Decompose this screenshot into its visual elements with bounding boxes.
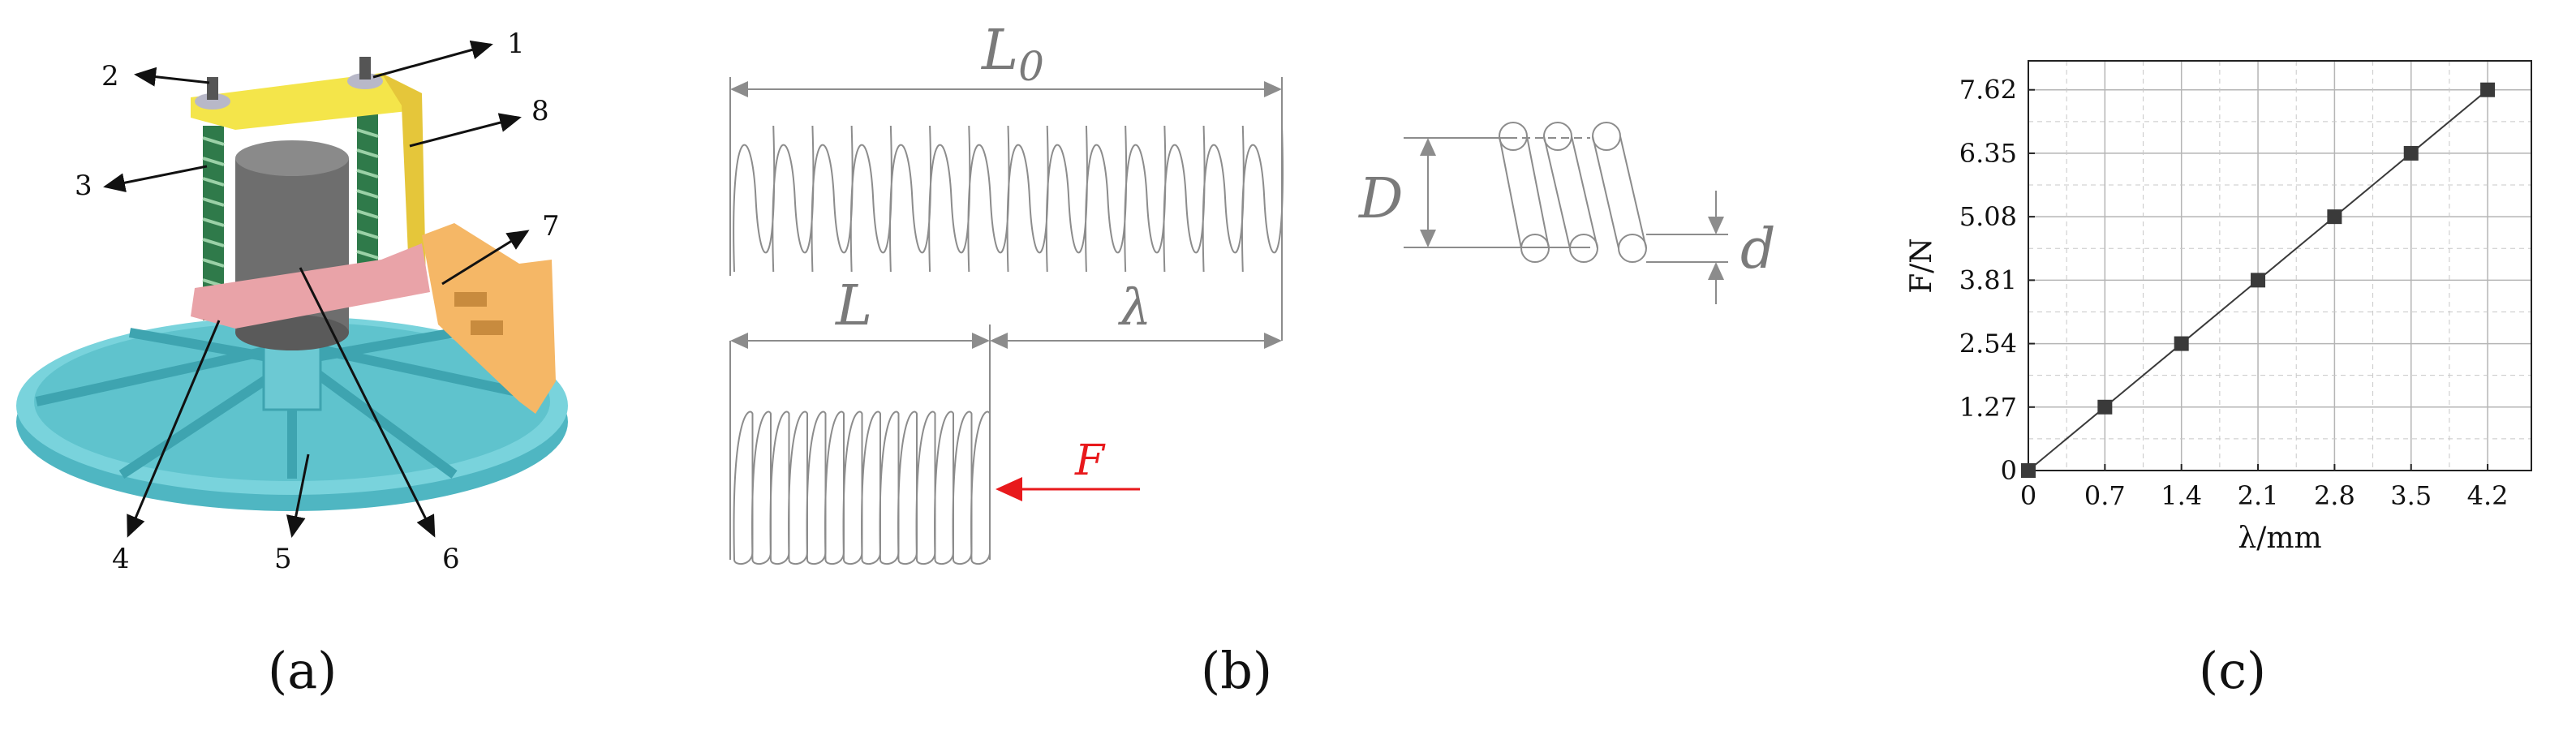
base-tray [16, 316, 568, 511]
compressed-coil [879, 410, 900, 565]
data-point-marker [2403, 145, 2419, 161]
compressed-dimensions: L λ [729, 274, 1282, 560]
data-point-marker [2480, 82, 2496, 97]
spring-dimension-diagram: L0 L λ F D [729, 19, 1776, 565]
label-coil-diameter: D [1357, 167, 1404, 231]
label-wire-diameter: d [1740, 217, 1776, 282]
free-spring [733, 125, 1284, 273]
part-label-2: 2 [101, 60, 119, 92]
x-axis-label: λ/mm [2238, 522, 2321, 555]
compressed-spring [733, 410, 991, 565]
x-tick-label: 1.4 [2161, 480, 2202, 511]
label-force: F [1074, 436, 1106, 485]
compressed-coil [842, 410, 863, 565]
data-point-marker [2327, 209, 2342, 225]
compressed-coil [897, 410, 918, 565]
panel-b-spring-diagram: L0 L λ F D [698, 0, 1834, 735]
chart-tick-labels: 0 0.7 1.4 2.1 2.8 3.5 4.2 0 1.27 2.54 3.81 5.08 6.35… [1959, 75, 2509, 511]
lever [422, 223, 556, 414]
free-spring-coils [733, 125, 1284, 273]
panel-c-force-chart: 0 0.7 1.4 2.1 2.8 3.5 4.2 0 1.27 2.54 3.81 5.08 6.35… [1890, 0, 2576, 735]
compressed-coil [733, 410, 754, 565]
part-label-8: 8 [531, 95, 549, 127]
data-point-marker [2021, 463, 2036, 478]
chart-axes [2028, 60, 2532, 471]
y-tick-label: 6.35 [1959, 138, 2017, 169]
part-label-7: 7 [542, 210, 560, 243]
compressed-coil [861, 410, 881, 565]
compressed-coil [806, 410, 827, 565]
assembly-illustration: 1 2 3 4 5 6 7 8 [16, 28, 568, 575]
x-tick-label: 3.5 [2390, 480, 2432, 511]
caption-b: (b) [1201, 641, 1273, 700]
y-tick-label: 1.27 [1959, 392, 2017, 423]
x-tick-label: 0.7 [2084, 480, 2126, 511]
compressed-coil [970, 410, 991, 565]
part-label-4: 4 [112, 543, 130, 575]
data-point-marker [2174, 336, 2189, 351]
chart-grid [2028, 61, 2531, 471]
y-tick-label: 7.62 [1959, 75, 2017, 105]
x-tick-label: 2.1 [2238, 480, 2279, 511]
compressed-coil [751, 410, 772, 565]
compressed-coil [934, 410, 954, 565]
part-callouts: 1 2 3 4 5 6 7 8 [75, 28, 560, 575]
label-compressed-length: L [834, 274, 872, 338]
x-tick-label: 2.8 [2314, 480, 2355, 511]
part-label-1: 1 [507, 28, 525, 60]
force-arrow: F [996, 436, 1140, 501]
y-tick-label: 3.81 [1959, 264, 2017, 295]
wire-detail: D d [1357, 122, 1776, 304]
panel-a-assembly: 1 2 3 4 5 6 7 8 (a) [0, 0, 617, 735]
data-point-marker [2251, 273, 2266, 288]
label-deflection: λ [1117, 277, 1151, 337]
label-free-length: L0 [980, 19, 1044, 90]
compressed-coil [915, 410, 936, 565]
part-label-5: 5 [274, 543, 292, 575]
part-label-6: 6 [442, 543, 460, 575]
y-tick-label: 0 [2001, 455, 2017, 486]
y-tick-label: 2.54 [1959, 329, 2017, 359]
compressed-coil [788, 410, 808, 565]
data-point-marker [2097, 399, 2113, 415]
compressed-coil [952, 410, 973, 565]
force-deflection-chart: 0 0.7 1.4 2.1 2.8 3.5 4.2 0 1.27 2.54 3.81 5.08 6.35… [1905, 60, 2532, 555]
x-tick-label: 4.2 [2467, 480, 2509, 511]
part-label-3: 3 [75, 170, 92, 202]
bolts [195, 57, 383, 110]
y-tick-label: 5.08 [1959, 201, 2017, 232]
caption-a: (a) [268, 641, 338, 700]
compressed-coil [769, 410, 790, 565]
free-length-dimension: L0 [729, 19, 1283, 341]
compressed-coil [824, 410, 845, 565]
x-tick-label: 0 [2020, 480, 2036, 511]
chart-series [2021, 82, 2496, 478]
plot-frame [2028, 60, 2532, 471]
caption-c: (c) [2199, 641, 2267, 700]
y-axis-label: F/N [1905, 238, 1938, 294]
